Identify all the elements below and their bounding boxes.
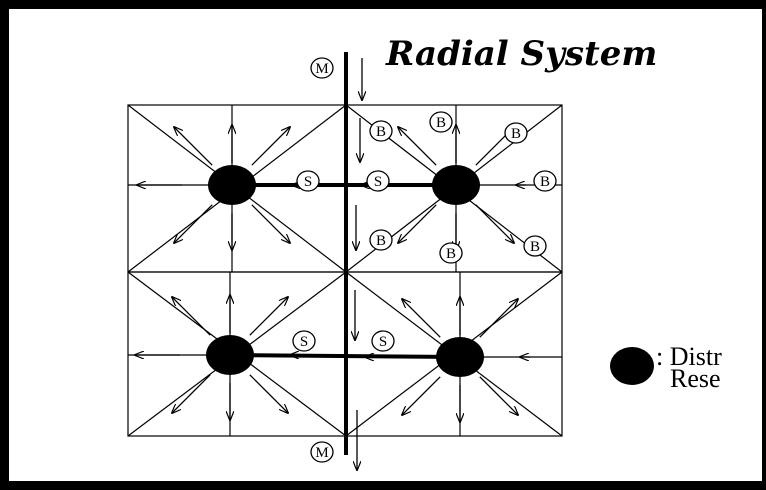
label-letter: S xyxy=(304,174,312,190)
label-circle xyxy=(296,170,320,192)
circled-label-b: B xyxy=(533,170,557,192)
flow-arrow xyxy=(402,299,441,338)
flow-arrow xyxy=(475,204,514,243)
label-circle xyxy=(366,170,390,192)
label-circle xyxy=(292,330,316,352)
distribution-node xyxy=(436,337,484,377)
flow-arrow xyxy=(398,204,437,243)
circled-label-b: B xyxy=(369,120,393,142)
label-letter: S xyxy=(374,174,382,190)
label-circle xyxy=(504,122,528,144)
circled-label-b: B xyxy=(439,242,463,264)
label-letter: B xyxy=(446,246,456,262)
flow-arrow xyxy=(398,127,437,166)
circled-label-m: M xyxy=(310,441,334,463)
diagram-title: Radial System xyxy=(386,34,658,74)
label-letter: M xyxy=(315,445,328,461)
flow-arrow xyxy=(479,376,518,415)
label-circle xyxy=(371,330,395,352)
distribution-node xyxy=(206,335,254,375)
circled-label-b: B xyxy=(504,122,528,144)
circled-label-s: S xyxy=(292,330,316,352)
label-circle xyxy=(369,229,393,251)
circled-label-b: B xyxy=(523,235,547,257)
legend-text: : Distr Rese xyxy=(656,342,722,393)
label-letter: B xyxy=(376,124,386,140)
label-circle xyxy=(310,57,334,79)
flow-arrow xyxy=(249,374,288,413)
flow-arrow xyxy=(172,374,211,413)
flow-arrow xyxy=(174,127,213,166)
label-letter: S xyxy=(300,334,308,350)
circled-label-b: B xyxy=(429,111,453,133)
flow-arrow xyxy=(174,204,213,243)
flow-arrow xyxy=(172,297,211,336)
label-letter: S xyxy=(379,334,387,350)
flow-arrow xyxy=(251,127,290,166)
circled-labels: M M S S S S B B B B B B B xyxy=(292,57,557,463)
label-letter: M xyxy=(315,61,328,77)
label-circle xyxy=(439,242,463,264)
distribution-nodes xyxy=(206,165,654,385)
legend-line-1: : Distr xyxy=(656,342,722,371)
label-letter: B xyxy=(511,126,521,142)
flow-arrow xyxy=(249,297,288,336)
label-letter: B xyxy=(530,239,540,255)
distribution-node xyxy=(208,165,256,205)
flow-arrow xyxy=(402,376,441,415)
circled-label-s: S xyxy=(296,170,320,192)
arrows xyxy=(135,58,530,470)
label-circle xyxy=(523,235,547,257)
lower-feeder xyxy=(229,353,461,359)
legend-node-icon xyxy=(610,347,654,385)
label-circle xyxy=(533,170,557,192)
label-letter: B xyxy=(436,115,446,131)
label-circle xyxy=(429,111,453,133)
label-circle xyxy=(310,441,334,463)
main-lines xyxy=(229,52,461,455)
flow-arrow xyxy=(251,204,290,243)
circled-label-m: M xyxy=(310,57,334,79)
circled-label-s: S xyxy=(371,330,395,352)
distribution-node xyxy=(432,165,480,205)
label-circle xyxy=(369,120,393,142)
flow-arrow xyxy=(479,299,518,338)
label-letter: B xyxy=(376,233,386,249)
legend-line-2: Rese xyxy=(670,364,721,393)
circled-label-s: S xyxy=(366,170,390,192)
label-letter: B xyxy=(540,174,550,190)
circled-label-b: B xyxy=(369,229,393,251)
